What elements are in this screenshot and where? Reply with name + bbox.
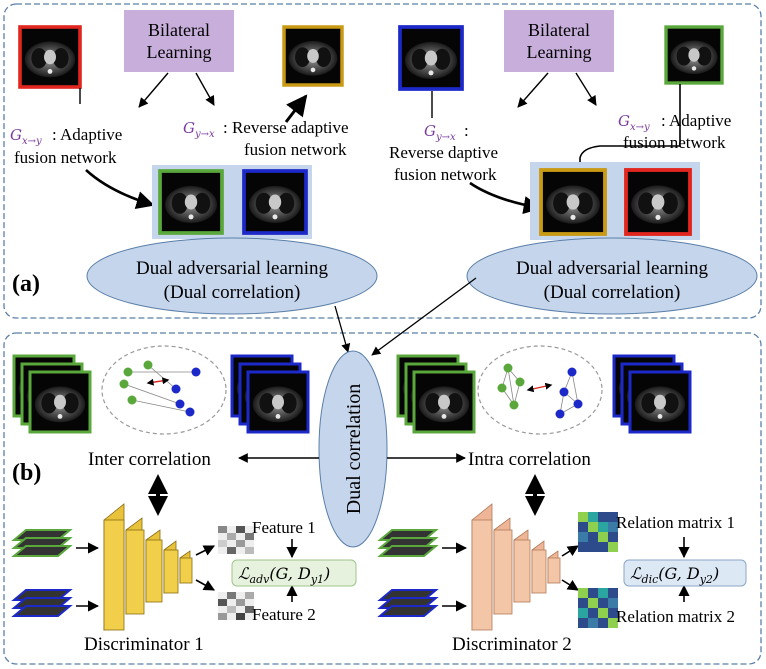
stack-blue-inter	[230, 354, 310, 434]
bilateral-learning-box-left	[124, 10, 234, 72]
discriminator-2-label: Discriminator 2	[452, 634, 572, 655]
bilateral-left-line1: Bilateral	[148, 20, 210, 40]
dual-adv-right-a: Dual adversarial learning	[516, 258, 709, 279]
intra-graph-green-nodes	[497, 363, 525, 410]
relation-matrix-2	[578, 588, 618, 628]
ct-image-red-right	[624, 168, 692, 236]
discriminator-1-label: Discriminator 1	[84, 634, 204, 655]
ct-image-gold-right	[539, 168, 607, 236]
reverse-right-colon: :	[464, 121, 469, 140]
reverse-left-a: : Reverse adaptive	[223, 118, 349, 137]
dual-correlation-label: Dual correlation	[343, 384, 365, 515]
input-stack-green-d2	[377, 529, 439, 557]
feature-1-label: Feature 1	[252, 518, 316, 537]
intra-graph-bubble	[477, 345, 603, 435]
ct-image-gold	[282, 25, 344, 87]
ct-image-blue-top	[398, 25, 464, 91]
bilateral-right-line2: Learning	[527, 42, 592, 62]
dual-adv-left-b: (Dual correlation)	[164, 282, 301, 303]
g-yx-right: Gy→x	[424, 122, 456, 143]
intra-correlation-label: Intra correlation	[468, 449, 591, 470]
inter-graph-bubble	[101, 345, 227, 435]
bilateral-right-line1: Bilateral	[528, 20, 590, 40]
input-stack-green-d1	[11, 529, 73, 557]
feature-2-label: Feature 2	[252, 605, 316, 624]
dual-adv-left-a: Dual adversarial learning	[136, 258, 329, 279]
dual-adv-right-b: (Dual correlation)	[544, 282, 681, 303]
ct-image-red	[18, 25, 82, 89]
ct-image-blue-left	[242, 169, 308, 235]
adaptive-right-a: : Adaptive	[661, 111, 731, 130]
inter-graph-green-nodes	[119, 360, 153, 405]
inter-graph-blue-nodes	[171, 367, 201, 417]
adaptive-left-b: fusion network	[14, 148, 117, 167]
relation-matrix-1-label: Relation matrix 1	[616, 513, 735, 532]
stack-blue-intra	[612, 354, 692, 434]
inter-correlation-label: Inter correlation	[88, 449, 211, 470]
reverse-right-a: Reverse daptive	[389, 143, 498, 162]
reverse-left-b: fusion network	[244, 140, 347, 159]
adaptive-left-a: : Adaptive	[52, 125, 122, 144]
g-xy-left: Gx→y	[10, 126, 42, 147]
stack-green-inter	[12, 354, 92, 434]
dual-adversarial-ellipse-left	[86, 237, 378, 315]
ct-image-green-left	[158, 169, 224, 235]
feature-map-2	[218, 592, 254, 620]
input-stack-blue-d1	[11, 589, 73, 617]
discriminator-1-network	[103, 503, 193, 631]
ct-image-green-top	[664, 25, 724, 85]
bilateral-learning-box-right	[504, 10, 614, 72]
discriminator-2-network	[471, 503, 561, 631]
feature-map-1	[218, 526, 254, 554]
panel-a-border	[3, 3, 762, 319]
adaptive-right-b: fusion network	[623, 133, 726, 152]
input-stack-blue-d2	[377, 589, 439, 617]
panel-a-tag: (a)	[12, 271, 40, 297]
loss-dic: ℒdic(G, Dy2)	[630, 564, 719, 586]
reverse-right-b: fusion network	[394, 165, 497, 184]
relation-matrix-2-label: Relation matrix 2	[616, 607, 735, 626]
intra-graph-blue-nodes	[555, 367, 583, 419]
g-xy-right: Gx→y	[618, 112, 650, 133]
stack-green-intra	[396, 354, 476, 434]
relation-matrix-1	[578, 512, 618, 552]
dual-adversarial-ellipse-right	[466, 237, 758, 315]
dual-correlation-ellipse	[318, 350, 388, 548]
g-yx-left: Gy→x	[183, 119, 215, 140]
panel-b-tag: (b)	[12, 460, 41, 486]
panel-b-border	[3, 332, 762, 665]
bilateral-left-line2: Learning	[147, 42, 212, 62]
loss-adv: ℒadv(G, Dy1)	[238, 564, 330, 586]
loss-adv-box	[231, 559, 357, 587]
loss-dic-box	[623, 559, 747, 587]
